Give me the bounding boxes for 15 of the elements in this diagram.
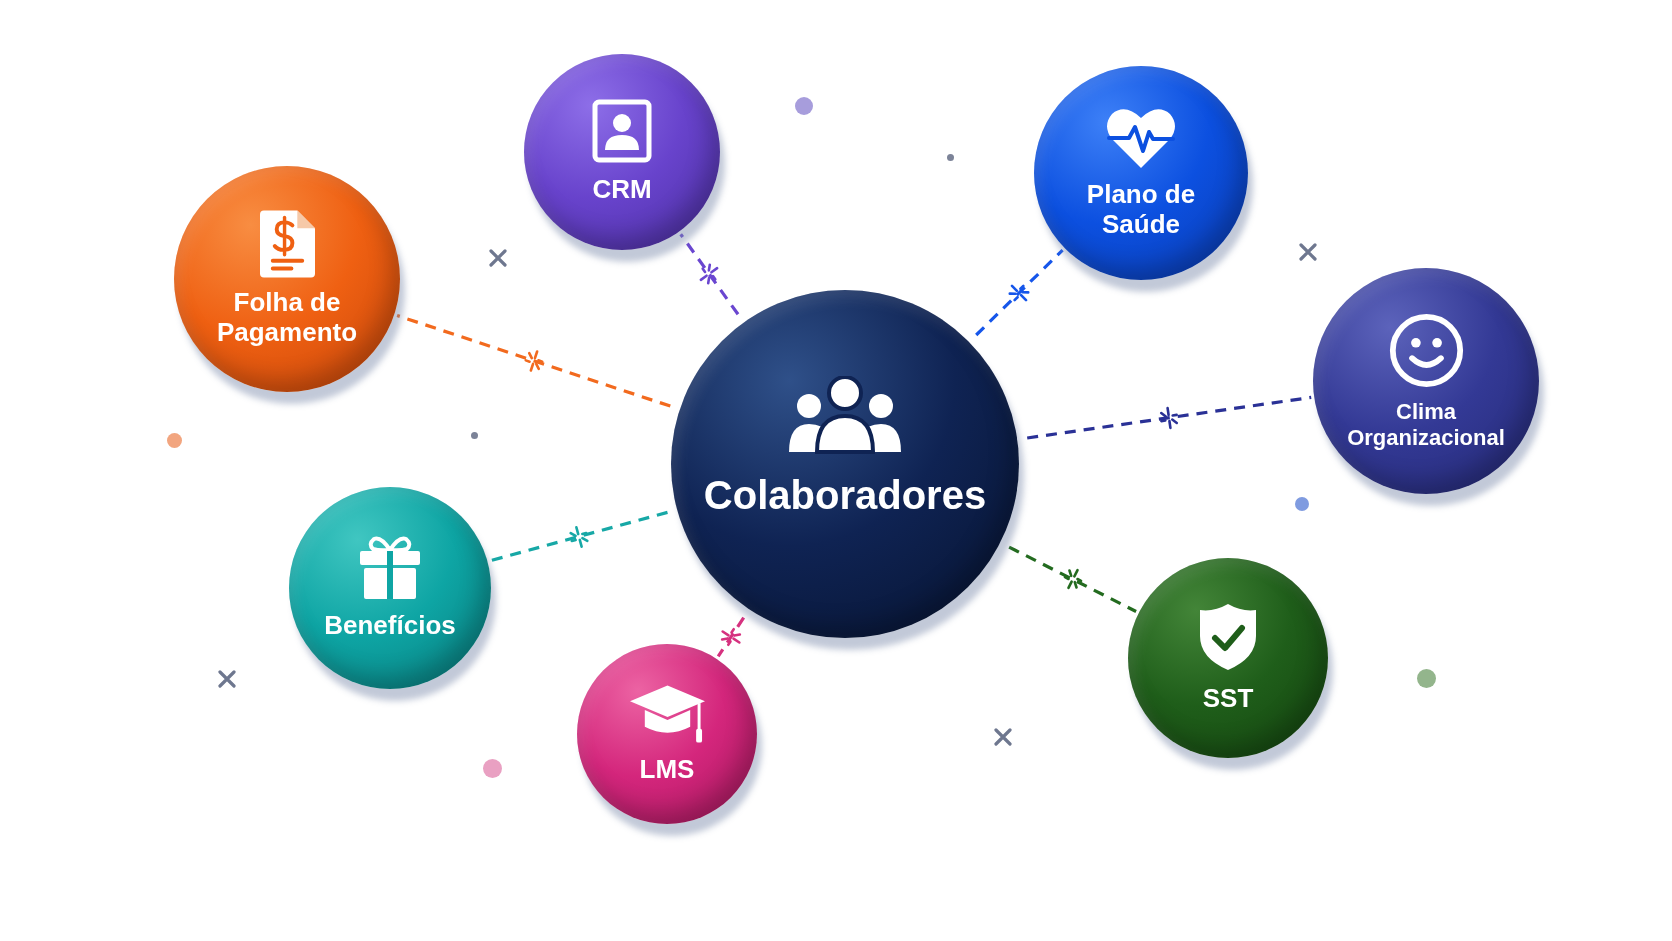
circle-label: Plano de Saúde (1085, 180, 1197, 240)
circle-label: Benefícios (324, 611, 456, 641)
circle-label: Clima Organizacional (1346, 399, 1506, 450)
dashed-connector (716, 616, 746, 658)
dashed-connector (1026, 395, 1312, 440)
circle-label: CRM (592, 175, 652, 205)
hub-title: Colaboradores (703, 472, 987, 518)
dashed-connector (1008, 545, 1137, 613)
circle-label: SST (1202, 684, 1254, 714)
dashed-connector (975, 248, 1064, 337)
dashed-connector (679, 233, 740, 316)
dashed-connector (489, 510, 668, 563)
circle-label: Folha de Pagamento (215, 288, 359, 348)
dashed-connector (396, 314, 671, 408)
circle-label: LMS (639, 755, 695, 785)
